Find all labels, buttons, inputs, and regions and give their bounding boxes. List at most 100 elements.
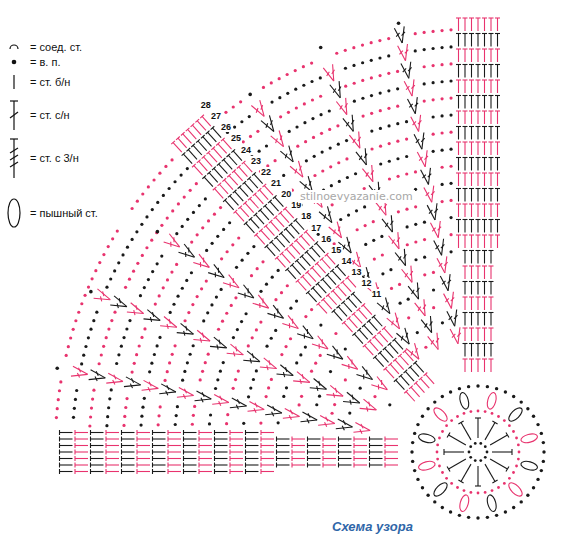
stitch-bar: [186, 148, 190, 151]
chain-stitch: [57, 398, 60, 401]
treble-crochet-stitch: [404, 81, 412, 96]
treble-crochet-stitch: [114, 296, 127, 307]
chain-stitch: [344, 67, 347, 70]
treble-crochet-stitch: [277, 374, 294, 376]
chain-stitch: [362, 115, 365, 118]
treble-crochet-stitch: [214, 337, 227, 348]
double-crochet-stitch: [106, 458, 119, 459]
chain-stitch: [372, 239, 375, 242]
chain-stitch: [440, 131, 443, 134]
stitch-bar: [289, 243, 293, 246]
chain-stitch: [423, 273, 426, 276]
double-crochet-stitch: [339, 458, 352, 459]
double-crochet-stitch: [477, 466, 478, 486]
chain-stitch: [141, 254, 144, 257]
chain-stitch: [277, 421, 280, 424]
chain-stitch: [274, 329, 277, 332]
stitch-bar: [373, 355, 377, 358]
treble-crochet-stitch: [253, 303, 269, 308]
stitch-bar: [182, 152, 186, 155]
chain-stitch: [265, 395, 268, 398]
chain-stitch: [433, 500, 436, 503]
chain-stitch: [441, 395, 444, 398]
chain-stitch: [168, 187, 171, 190]
stitch-bar: [393, 358, 397, 361]
chain-stitch: [497, 486, 500, 489]
double-crochet-stitch: [208, 132, 217, 142]
chain-stitch: [124, 286, 127, 289]
chain-stitch: [187, 311, 190, 314]
stitch-bar: [456, 141, 461, 142]
double-crochet-stitch: [292, 451, 305, 452]
stitch-bar: [254, 213, 258, 216]
double-crochet-stitch: [464, 344, 465, 357]
chain-stitch: [277, 269, 280, 272]
stitch-bar: [167, 430, 168, 435]
double-crochet-stitch: [338, 307, 347, 317]
chain-stitch: [441, 430, 444, 433]
chain-stitch: [102, 345, 105, 348]
chain-stitch: [381, 253, 384, 256]
double-crochet-stitch: [490, 313, 491, 326]
double-crochet-stitch: [277, 458, 290, 459]
double-crochet-stitch: [395, 360, 404, 370]
stitch-bar: [305, 270, 309, 273]
double-crochet-stitch: [484, 34, 485, 47]
double-crochet-stitch: [256, 235, 265, 245]
stitch-bar: [377, 331, 381, 334]
stitch-bar: [152, 469, 153, 474]
double-crochet-stitch: [259, 190, 268, 200]
stitch-slash: [300, 166, 302, 171]
stitch-slash: [262, 298, 263, 303]
treble-crochet-stitch: [161, 384, 176, 392]
double-crochet-stitch: [168, 438, 181, 439]
double-crochet-stitch: [122, 432, 135, 433]
legend-text: = ст. с 3/н: [30, 151, 79, 165]
stitch-bar: [260, 443, 261, 448]
stitch-bar: [260, 437, 261, 442]
chain-stitch: [156, 230, 160, 234]
stitch-bar: [489, 110, 494, 111]
chain-stitch: [423, 82, 426, 85]
stitch-bar: [495, 33, 500, 34]
chain-stitch: [370, 76, 373, 79]
stitch-bar: [463, 281, 468, 282]
chain-stitch: [536, 478, 539, 481]
double-crochet-stitch: [277, 451, 290, 452]
stitch-bar: [469, 64, 474, 65]
double-crochet-stitch: [286, 249, 295, 259]
stitch-bar: [59, 430, 60, 435]
double-crochet-stitch: [458, 34, 459, 47]
treble-crochet-stitch: [458, 327, 460, 344]
stitch-slash: [431, 191, 434, 195]
treble-crochet-stitch: [144, 380, 159, 388]
stitch-bar: [167, 450, 168, 455]
stitch-bar: [284, 227, 288, 230]
chain-stitch: [147, 278, 150, 281]
legend-text: = ст. с/н: [30, 108, 70, 122]
double-crochet-stitch: [484, 359, 485, 372]
treble-crochet-stitch: [438, 221, 440, 238]
double-crochet-stitch: [490, 142, 491, 155]
stitch-bar: [511, 449, 512, 455]
treble-crochet-stitch: [408, 286, 418, 299]
stitch-bar: [245, 443, 246, 448]
double-crochet-stitch: [389, 344, 398, 354]
stitch-bar: [59, 437, 60, 442]
chain-stitch: [84, 345, 87, 348]
chain-stitch: [432, 81, 435, 84]
double-crochet-stitch: [471, 173, 472, 186]
double-crochet-stitch: [484, 96, 485, 109]
stitch-slash: [78, 368, 80, 373]
chain-stitch: [370, 147, 373, 150]
treble-crochet-stitch: [355, 423, 370, 431]
stitch-bar: [307, 443, 308, 448]
chain-stitch: [432, 98, 435, 101]
stitch-bar: [167, 456, 168, 461]
chain-stitch: [219, 206, 222, 209]
chain-stitch: [414, 240, 417, 243]
stitch-slash: [302, 374, 303, 379]
chain-stitch: [424, 346, 427, 349]
double-crochet-stitch: [255, 194, 264, 204]
chain-stitch: [388, 403, 391, 406]
